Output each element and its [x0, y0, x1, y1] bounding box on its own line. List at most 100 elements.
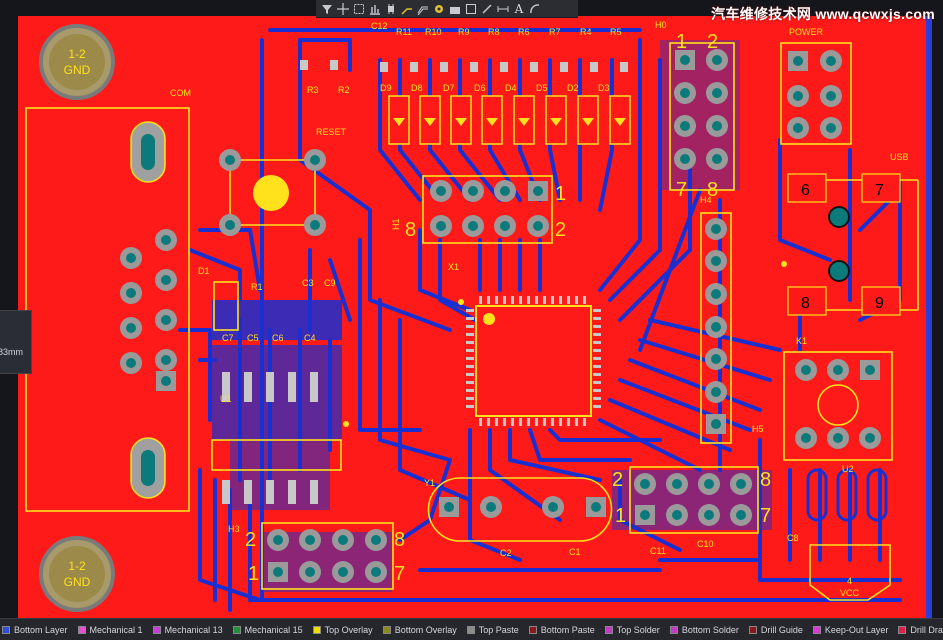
- drill-hole: [712, 154, 722, 164]
- layer-color-swatch: [669, 625, 678, 634]
- com-connector[interactable]: [130, 121, 166, 499]
- drill-hole: [793, 56, 803, 66]
- label-d5: D5: [536, 83, 548, 93]
- drill-hole: [126, 358, 136, 368]
- label-r7: R7: [549, 27, 561, 37]
- drill-hole: [640, 479, 650, 489]
- fill-icon[interactable]: [448, 2, 462, 16]
- h3-pin-7: 7: [394, 563, 405, 585]
- layer-tab[interactable]: Mechanical 15: [232, 624, 303, 635]
- select-rect-icon[interactable]: [352, 2, 366, 16]
- layer-color-swatch: [77, 625, 86, 634]
- filter-icon[interactable]: [320, 2, 334, 16]
- mount-hole-bottom-label-1: 1-2: [68, 559, 86, 573]
- drill-hole: [865, 433, 875, 443]
- drill-hole: [468, 186, 478, 196]
- label-d4: D4: [505, 83, 517, 93]
- route-icon[interactable]: [400, 2, 414, 16]
- drill-hole: [793, 91, 803, 101]
- drill-hole: [736, 510, 746, 520]
- layer-tab[interactable]: Bottom Overlay: [382, 625, 457, 635]
- label-r6: R6: [518, 27, 530, 37]
- h5-pin-7: 7: [760, 505, 771, 527]
- via-icon[interactable]: [432, 2, 446, 16]
- through-hole-pads[interactable]: [120, 49, 881, 583]
- drill-hole: [711, 387, 721, 397]
- mounting-hole-top: 1-2 GND: [39, 24, 115, 100]
- drill-hole: [826, 56, 836, 66]
- label-d1: D1: [198, 266, 210, 276]
- layer-tab-label: Top Paste: [478, 624, 519, 635]
- u1-chip[interactable]: [222, 372, 318, 504]
- resistor-pads: [300, 60, 628, 72]
- label-power: POWER: [789, 27, 824, 37]
- drill-hole: [161, 355, 171, 365]
- layer-tab-label: Mechanical 15: [244, 624, 303, 635]
- label-c6: C6: [272, 333, 284, 343]
- drill-hole: [533, 186, 543, 196]
- label-r5: R5: [610, 27, 622, 37]
- label-vcc-pin: 4: [847, 576, 852, 586]
- label-x1: X1: [448, 262, 459, 272]
- layer-tab-label: Drill Drawing: [910, 624, 943, 635]
- label-h5: H5: [752, 424, 764, 434]
- drill-hole: [500, 186, 510, 196]
- label-y1: Y1: [424, 478, 435, 488]
- drill-hole: [468, 221, 478, 231]
- polygon-icon[interactable]: [464, 2, 478, 16]
- layer-tab-label: Mechanical 1: [89, 624, 143, 635]
- layer-tab-label: Keep-Out Layer: [824, 624, 889, 635]
- label-d8: D8: [411, 83, 423, 93]
- mcu-chip[interactable]: [466, 296, 601, 426]
- drill-hole: [833, 365, 843, 375]
- layer-tab[interactable]: Bottom Layer: [2, 625, 68, 635]
- drill-hole: [533, 221, 543, 231]
- layer-tab[interactable]: Drill Drawing: [898, 625, 943, 635]
- layer-color-swatch: [152, 625, 161, 634]
- label-c9: C9: [324, 278, 336, 288]
- layer-tab-label: Mechanical 13: [164, 624, 223, 635]
- label-c5: C5: [247, 333, 259, 343]
- mount-hole-top-label-1: 1-2: [68, 47, 86, 61]
- mount-hole-bottom-label-2: GND: [64, 575, 91, 589]
- diff-pair-icon[interactable]: [416, 2, 430, 16]
- layer-tab[interactable]: Bottom Paste: [528, 625, 595, 635]
- component-icon[interactable]: [384, 2, 398, 16]
- u2-regulator: [806, 468, 888, 522]
- layer-tab[interactable]: Keep-Out Layer: [812, 624, 889, 635]
- drill-hole: [161, 235, 171, 245]
- line-icon[interactable]: [480, 2, 494, 16]
- layer-tab[interactable]: Mechanical 13: [152, 624, 223, 635]
- align-icon[interactable]: [368, 2, 382, 16]
- drill-hole: [793, 123, 803, 133]
- drill-hole: [826, 91, 836, 101]
- usb-pad-7: 7: [875, 182, 884, 199]
- pcb-toolbar: A: [316, 0, 578, 18]
- drill-hole: [711, 419, 721, 429]
- layer-tab[interactable]: Mechanical 1: [77, 624, 143, 635]
- drill-hole: [436, 186, 446, 196]
- label-d6: D6: [474, 83, 486, 93]
- h5-pin-8: 8: [760, 469, 771, 491]
- label-r1: R1: [251, 282, 263, 292]
- drill-hole: [273, 567, 283, 577]
- layer-tab-label: Top Overlay: [324, 624, 373, 635]
- dimension-icon[interactable]: [496, 2, 510, 16]
- layer-tab[interactable]: Top Overlay: [312, 624, 373, 635]
- layer-tab[interactable]: Top Solder: [604, 625, 660, 635]
- text-tool-icon[interactable]: A: [514, 1, 524, 16]
- layer-tab[interactable]: Drill Guide: [748, 625, 803, 635]
- layer-tab[interactable]: Bottom Solder: [669, 625, 739, 635]
- drill-hole: [305, 567, 315, 577]
- arc-icon[interactable]: [528, 2, 542, 16]
- label-c1: C1: [569, 547, 581, 557]
- layer-color-swatch: [812, 625, 821, 634]
- layer-tab[interactable]: Top Paste: [466, 624, 519, 635]
- layer-color-swatch: [2, 625, 10, 634]
- drill-hole: [126, 253, 136, 263]
- led-row: [388, 95, 631, 145]
- crosshair-icon[interactable]: [336, 2, 350, 16]
- label-c11: C11: [650, 546, 666, 556]
